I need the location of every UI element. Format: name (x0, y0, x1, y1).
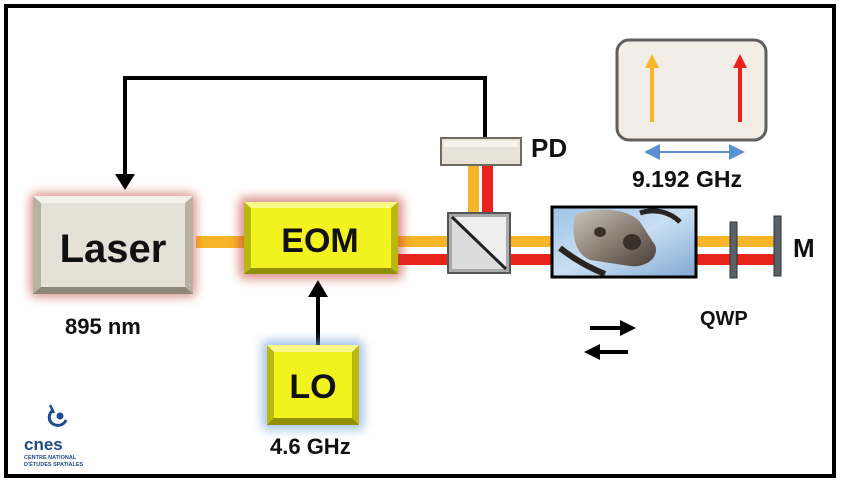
vapor-cell-image (552, 207, 696, 277)
cnes-logo-line1: CENTRE NATIONAL (24, 455, 77, 461)
beam-laser-eom (196, 236, 244, 248)
spectrum-inset (617, 40, 766, 152)
beam-bs-cell-red (510, 254, 552, 265)
mirror-plate (774, 216, 781, 276)
feedback-arrowhead (115, 174, 135, 190)
qwp-label: QWP (700, 308, 748, 331)
cnes-logo-line2: D'ÉTUDES SPATIALES (24, 460, 83, 468)
lo-to-eom-arrowhead (308, 280, 328, 297)
laser-label: Laser (60, 227, 167, 271)
lo-frequency-label: 4.6 GHz (270, 434, 351, 460)
cnes-logo-wordmark: cnes (24, 435, 63, 454)
eom-label: EOM (281, 222, 358, 260)
pd-label: PD (531, 133, 567, 164)
lo-label: LO (289, 368, 336, 406)
bidirectional-arrows (584, 320, 636, 360)
laser-block: Laser (30, 193, 196, 297)
eom-block: EOM (239, 197, 403, 279)
beam-bs-pd-red (482, 165, 493, 213)
spectrum-separation-label: 9.192 GHz (632, 166, 742, 193)
cnes-logo: cnes CENTRE NATIONAL D'ÉTUDES SPATIALES (24, 405, 83, 468)
beam-bs-pd-yellow (468, 165, 479, 213)
mirror-label: M (793, 233, 815, 264)
laser-wavelength-label: 895 nm (65, 314, 141, 340)
beam-bs-cell-yellow (510, 236, 552, 247)
feedback-line (125, 78, 485, 178)
beam-splitter-cube (448, 213, 510, 273)
photodiode (441, 138, 521, 165)
beam-eom-bs-yellow (398, 236, 448, 247)
beam-eom-bs-red (398, 254, 448, 265)
lo-block: LO (262, 340, 364, 430)
qwp-plate (730, 222, 737, 278)
